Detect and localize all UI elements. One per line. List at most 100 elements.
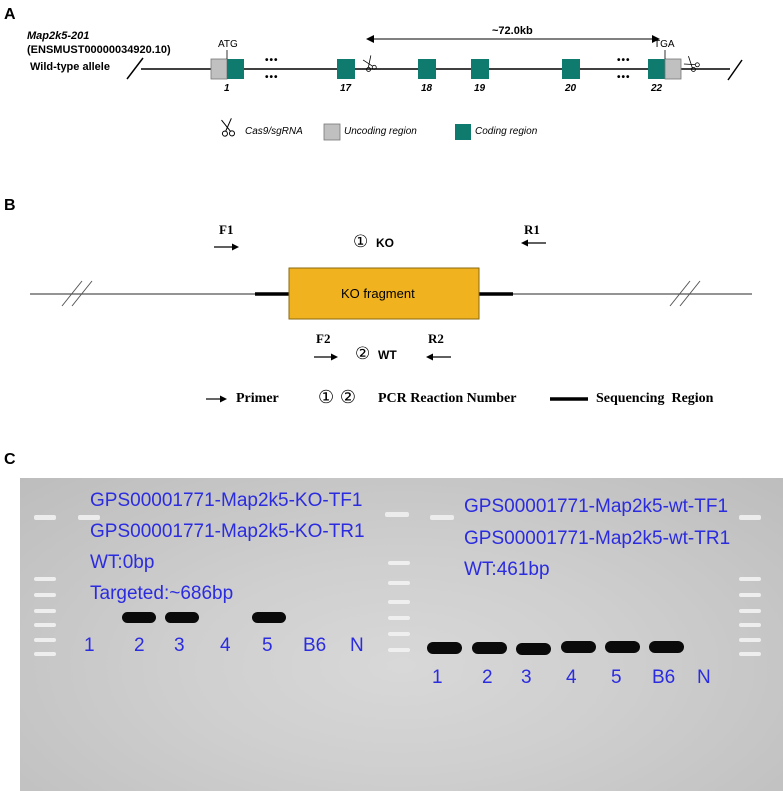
ladder-band xyxy=(34,638,56,642)
exon-label-18: 18 xyxy=(421,83,433,94)
exon-label-20: 20 xyxy=(565,83,577,94)
ellipsis-upper-1: ••• xyxy=(265,55,279,66)
wt-lane-label-5: 5 xyxy=(611,667,622,688)
exon-label-1: 1 xyxy=(224,83,230,94)
legend-uncoding-label: Uncoding region xyxy=(344,126,417,137)
ladder-band xyxy=(739,609,761,613)
ladder-band xyxy=(388,600,410,604)
legend-primer-label: Primer xyxy=(236,391,279,406)
ladder-band xyxy=(34,652,56,656)
wt-lane-label-1: 1 xyxy=(432,667,443,688)
legend-uncoding-swatch xyxy=(323,123,341,141)
scissors-icon xyxy=(683,56,700,72)
legend-cas9-label: Cas9/sgRNA xyxy=(245,126,303,137)
ko-lane-label-1: 1 xyxy=(84,635,95,656)
ko-lane-label-2: 2 xyxy=(134,635,145,656)
ko-reaction-label: KO xyxy=(376,236,394,250)
ladder-band xyxy=(739,652,761,656)
ladder-band xyxy=(34,609,56,613)
distance-label: ~72.0kb xyxy=(492,25,533,37)
ladder-band xyxy=(739,593,761,597)
primer-r2-arrow xyxy=(426,353,451,361)
primer-f2-arrow xyxy=(314,353,338,361)
exon-19 xyxy=(471,59,489,79)
legend-coding-swatch xyxy=(455,124,471,140)
legend-sequencing-label: Sequencing Region xyxy=(596,391,714,406)
ko-wt-size: WT:0bp xyxy=(90,552,155,573)
ko-lane-label-5: 5 xyxy=(262,635,273,656)
exon-22-uncoding xyxy=(664,58,682,80)
ko-lane-label-3: 3 xyxy=(174,635,185,656)
ko-fragment-box xyxy=(288,267,480,320)
ko-targeted-size: Targeted:~686bp xyxy=(90,583,234,604)
wt-primer-reverse: GPS00001771-Map2k5-wt-TR1 xyxy=(464,528,731,549)
ko-strategy-diagram xyxy=(30,239,752,403)
ko-band-lane-5 xyxy=(252,612,286,623)
scissors-icon xyxy=(221,118,235,137)
ladder-band xyxy=(388,561,410,565)
ladder-band xyxy=(388,581,410,585)
ladder-band xyxy=(739,577,761,581)
primer-f1-label: F1 xyxy=(219,222,234,237)
wt-band-lane-5 xyxy=(605,641,640,653)
wt-reaction-number: ② xyxy=(355,344,371,364)
ladder-band xyxy=(739,638,761,642)
gel-well xyxy=(78,515,100,520)
exon-1-coding xyxy=(227,59,244,79)
exon-17 xyxy=(337,59,355,79)
primer-f1-arrow xyxy=(214,243,239,251)
ladder-band xyxy=(388,616,410,620)
ladder-band xyxy=(34,593,56,597)
wt-band-lane-4 xyxy=(561,641,596,653)
legend-primer-arrow xyxy=(206,395,227,403)
ellipsis-lower-2: ••• xyxy=(617,72,631,83)
ladder-band xyxy=(34,577,56,581)
exon-1-uncoding xyxy=(210,58,228,80)
ladder-band xyxy=(739,623,761,627)
wt-band-lane-1 xyxy=(427,642,462,654)
primer-r2-label: R2 xyxy=(428,331,444,346)
panel-label-b: B xyxy=(4,197,16,214)
agarose-gel-image: GPS00001771-Map2k5-KO-TF1 GPS00001771-Ma… xyxy=(20,478,783,791)
transcript-name: Map2k5-201 xyxy=(27,30,90,42)
start-codon-label: ATG xyxy=(218,39,238,50)
ko-lane-label-4: 4 xyxy=(220,635,231,656)
ko-primer-forward: GPS00001771-Map2k5-KO-TF1 xyxy=(90,490,363,511)
legend-pcr-label: PCR Reaction Number xyxy=(378,391,517,406)
ko-reaction-number: ① xyxy=(353,232,369,252)
gene-structure-diagram xyxy=(126,35,743,141)
ellipsis-lower-1: ••• xyxy=(265,72,279,83)
wt-lane-label-2: 2 xyxy=(482,667,493,688)
wt-lane-label-3: 3 xyxy=(521,667,532,688)
ko-fragment-label: KO fragment xyxy=(341,286,415,301)
wt-reaction-label: WT xyxy=(378,348,397,362)
wt-band-lane-3 xyxy=(516,643,551,655)
wt-primer-forward: GPS00001771-Map2k5-wt-TF1 xyxy=(464,496,729,517)
gel-well xyxy=(739,515,761,520)
ko-band-lane-2 xyxy=(122,612,156,623)
exon-20 xyxy=(562,59,580,79)
stop-codon-label: TGA xyxy=(654,39,675,50)
exon-22-coding xyxy=(648,59,665,79)
primer-r1-arrow xyxy=(521,239,546,247)
ko-lane-label-n: N xyxy=(350,635,364,656)
transcript-id: (ENSMUST00000034920.10) xyxy=(27,44,171,56)
wt-lane-label-n: N xyxy=(697,667,711,688)
ko-primer-reverse: GPS00001771-Map2k5-KO-TR1 xyxy=(90,521,365,542)
ladder-band xyxy=(388,648,410,652)
wt-band-lane-b6 xyxy=(649,641,684,653)
wt-lane-label-4: 4 xyxy=(566,667,577,688)
wt-lane-label-b6: B6 xyxy=(652,667,676,688)
gel-well xyxy=(385,512,409,517)
ellipsis-upper-2: ••• xyxy=(617,55,631,66)
exon-label-22: 22 xyxy=(651,83,663,94)
panel-label-c: C xyxy=(4,451,16,468)
exon-label-19: 19 xyxy=(474,83,486,94)
exon-18 xyxy=(418,59,436,79)
wt-band-lane-2 xyxy=(472,642,507,654)
ko-lane-label-b6: B6 xyxy=(303,635,327,656)
legend-pcr-numbers: ① ② xyxy=(318,387,356,408)
allele-label: Wild-type allele xyxy=(30,61,110,73)
scissors-icon xyxy=(362,55,377,72)
ladder-band xyxy=(388,632,410,636)
